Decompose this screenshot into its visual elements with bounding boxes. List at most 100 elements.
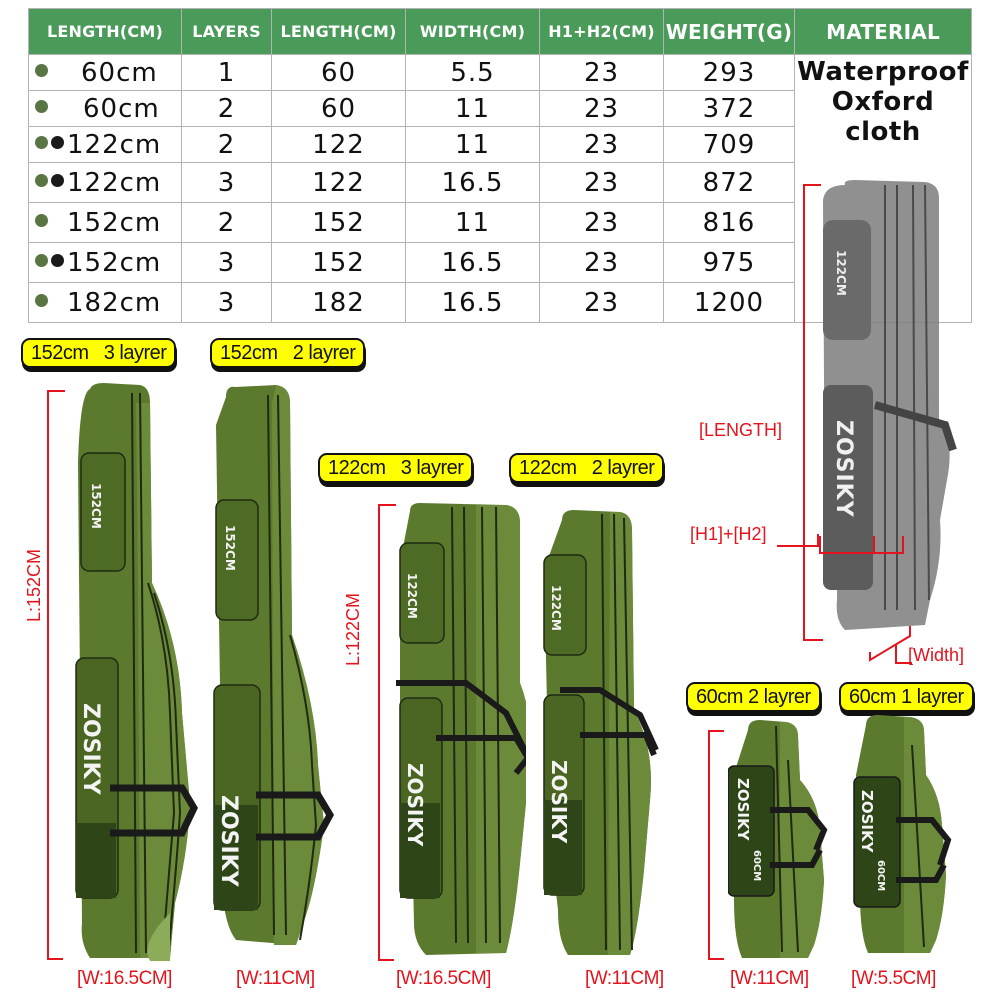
header-width: WIDTH(CM) [405, 8, 540, 55]
black-dot-icon [51, 253, 64, 267]
green-dot-icon [35, 99, 48, 113]
h1h2-tick-1 [817, 534, 819, 547]
h1h2-cell: 23 [539, 242, 664, 283]
h1h2-bracket-base [819, 552, 904, 554]
svg-text:122CM: 122CM [834, 250, 848, 296]
material-line-1: Waterproof [797, 57, 969, 87]
length-bracket-152-top [47, 390, 65, 392]
header-weight: WEIGHT(G) [663, 8, 795, 55]
h1h2-cell: 23 [539, 282, 664, 323]
size-value: 122cm [67, 129, 162, 160]
size-cell: 122cm [28, 162, 182, 203]
size-value: 182cm [67, 287, 162, 318]
length-mark-122: L:122CM [343, 592, 363, 666]
layers-cell: 2 [181, 90, 272, 127]
width-cell: 5.5 [405, 54, 540, 91]
width-mark-152-3: [W:16.5CM] [77, 968, 172, 989]
width-mark-122-2: [W:11CM] [585, 968, 664, 989]
svg-text:152CM: 152CM [89, 483, 103, 529]
size-value: 60cm [83, 93, 160, 124]
width-cell: 16.5 [405, 242, 540, 283]
width-cell: 16.5 [405, 162, 540, 203]
header-material: MATERIAL [794, 8, 972, 55]
length-bracket-122-bottom [378, 959, 394, 961]
length-bracket-vertical [803, 184, 805, 640]
length-cell: 182 [271, 282, 406, 323]
h1h2-tick-2 [819, 536, 821, 553]
green-dot-icon [35, 135, 48, 149]
variant-label-152-3: 152cm 3 layrer [21, 338, 177, 368]
width-cell: 11 [405, 202, 540, 243]
material-line-3: cloth [845, 117, 921, 147]
svg-text:60CM: 60CM [875, 860, 886, 891]
size-cell: 60cm [28, 90, 182, 127]
width-cell: 16.5 [405, 282, 540, 323]
svg-text:ZOSIKY: ZOSIKY [78, 703, 103, 796]
green-bag-icon: ZOSIKY 60CM [728, 720, 828, 958]
h1h2-cell: 23 [539, 90, 664, 127]
layers-cell: 2 [181, 202, 272, 243]
size-cell: 152cm [28, 202, 182, 243]
table-row: 152cm 2 152 11 23 816 [28, 202, 972, 243]
weight-cell: 816 [663, 202, 795, 243]
length-bracket-60-vertical [708, 730, 710, 960]
spec-table: LENGTH(CM) LAYERS LENGTH(CM) WIDTH(CM) H… [28, 8, 972, 323]
weight-cell: 372 [663, 90, 795, 127]
h1h2-diagram-label: [H1]+[H2] [690, 524, 767, 544]
weight-cell: 1200 [663, 282, 795, 323]
length-cell: 152 [271, 242, 406, 283]
bag-152-3-layer: 152CM ZOSIKY [70, 383, 200, 961]
svg-text:60CM: 60CM [751, 850, 762, 881]
length-bracket-122-top [378, 504, 396, 506]
size-cell: 122cm [28, 126, 182, 163]
green-dot-icon [35, 173, 48, 187]
length-bracket-152-bottom [47, 958, 63, 960]
width-cell: 11 [405, 126, 540, 163]
svg-text:ZOSIKY: ZOSIKY [734, 778, 752, 842]
length-cell: 60 [271, 90, 406, 127]
variant-label-60-2: 60cm 2 layrer [686, 682, 821, 712]
layers-cell: 1 [181, 54, 272, 91]
layers-cell: 2 [181, 126, 272, 163]
svg-text:ZOSIKY: ZOSIKY [858, 790, 876, 854]
h1h2-cell: 23 [539, 54, 664, 91]
green-bag-icon: 122CM ZOSIKY [543, 510, 659, 955]
table-row: 60cm 1 60 5.5 23 293 Waterproof Oxford c… [28, 54, 972, 323]
length-bracket-122-vertical [378, 504, 380, 961]
h1h2-cell: 23 [539, 126, 664, 163]
gray-bag-icon: 122CM ZOSIKY [823, 180, 957, 630]
bag-122-2-layer: 122CM ZOSIKY [540, 510, 660, 960]
width-mark-152-2: [W:11CM] [236, 968, 315, 989]
size-value: 122cm [67, 167, 162, 198]
length-bracket-152-vertical [47, 390, 49, 960]
length-bracket-top [803, 184, 821, 186]
h1h2-cell: 23 [539, 202, 664, 243]
h1h2-tick-3 [873, 536, 875, 553]
green-dot-icon [35, 293, 48, 307]
svg-text:122CM: 122CM [549, 585, 563, 631]
green-dot-icon [35, 253, 48, 267]
green-dot-icon [35, 63, 48, 77]
bag-122-3-layer: 122CM ZOSIKY [396, 503, 526, 958]
svg-text:122CM: 122CM [405, 573, 419, 619]
black-dot-icon [51, 135, 64, 149]
width-mark-122-3: [W:16.5CM] [396, 968, 491, 989]
table-row: 182cm 3 182 16.5 23 1200 [28, 282, 972, 323]
variant-label-60-1: 60cm 1 layrer [839, 682, 974, 712]
width-mark-60-2: [W:11CM] [730, 968, 809, 989]
size-cell: 182cm [28, 282, 182, 323]
material-line-2: Oxford [831, 87, 935, 117]
green-bag-icon: ZOSIKY 60CM [853, 715, 952, 953]
length-bracket-60-bottom [708, 958, 724, 960]
size-cell: 60cm [28, 54, 182, 91]
size-cell: 152cm [28, 242, 182, 283]
length-diagram-label: [LENGTH] [699, 420, 783, 440]
black-dot-icon [51, 173, 64, 187]
weight-cell: 872 [663, 162, 795, 203]
length-mark-152: L:152CM [24, 548, 44, 622]
bag-60-2-layer: ZOSIKY 60CM [728, 720, 833, 960]
table-row: 122cm 3 122 16.5 23 872 [28, 162, 972, 203]
green-bag-icon: 152CM ZOSIKY [213, 385, 335, 945]
table-row: 60cm 2 60 11 23 372 [28, 90, 972, 127]
length-bracket-bottom [803, 639, 823, 641]
